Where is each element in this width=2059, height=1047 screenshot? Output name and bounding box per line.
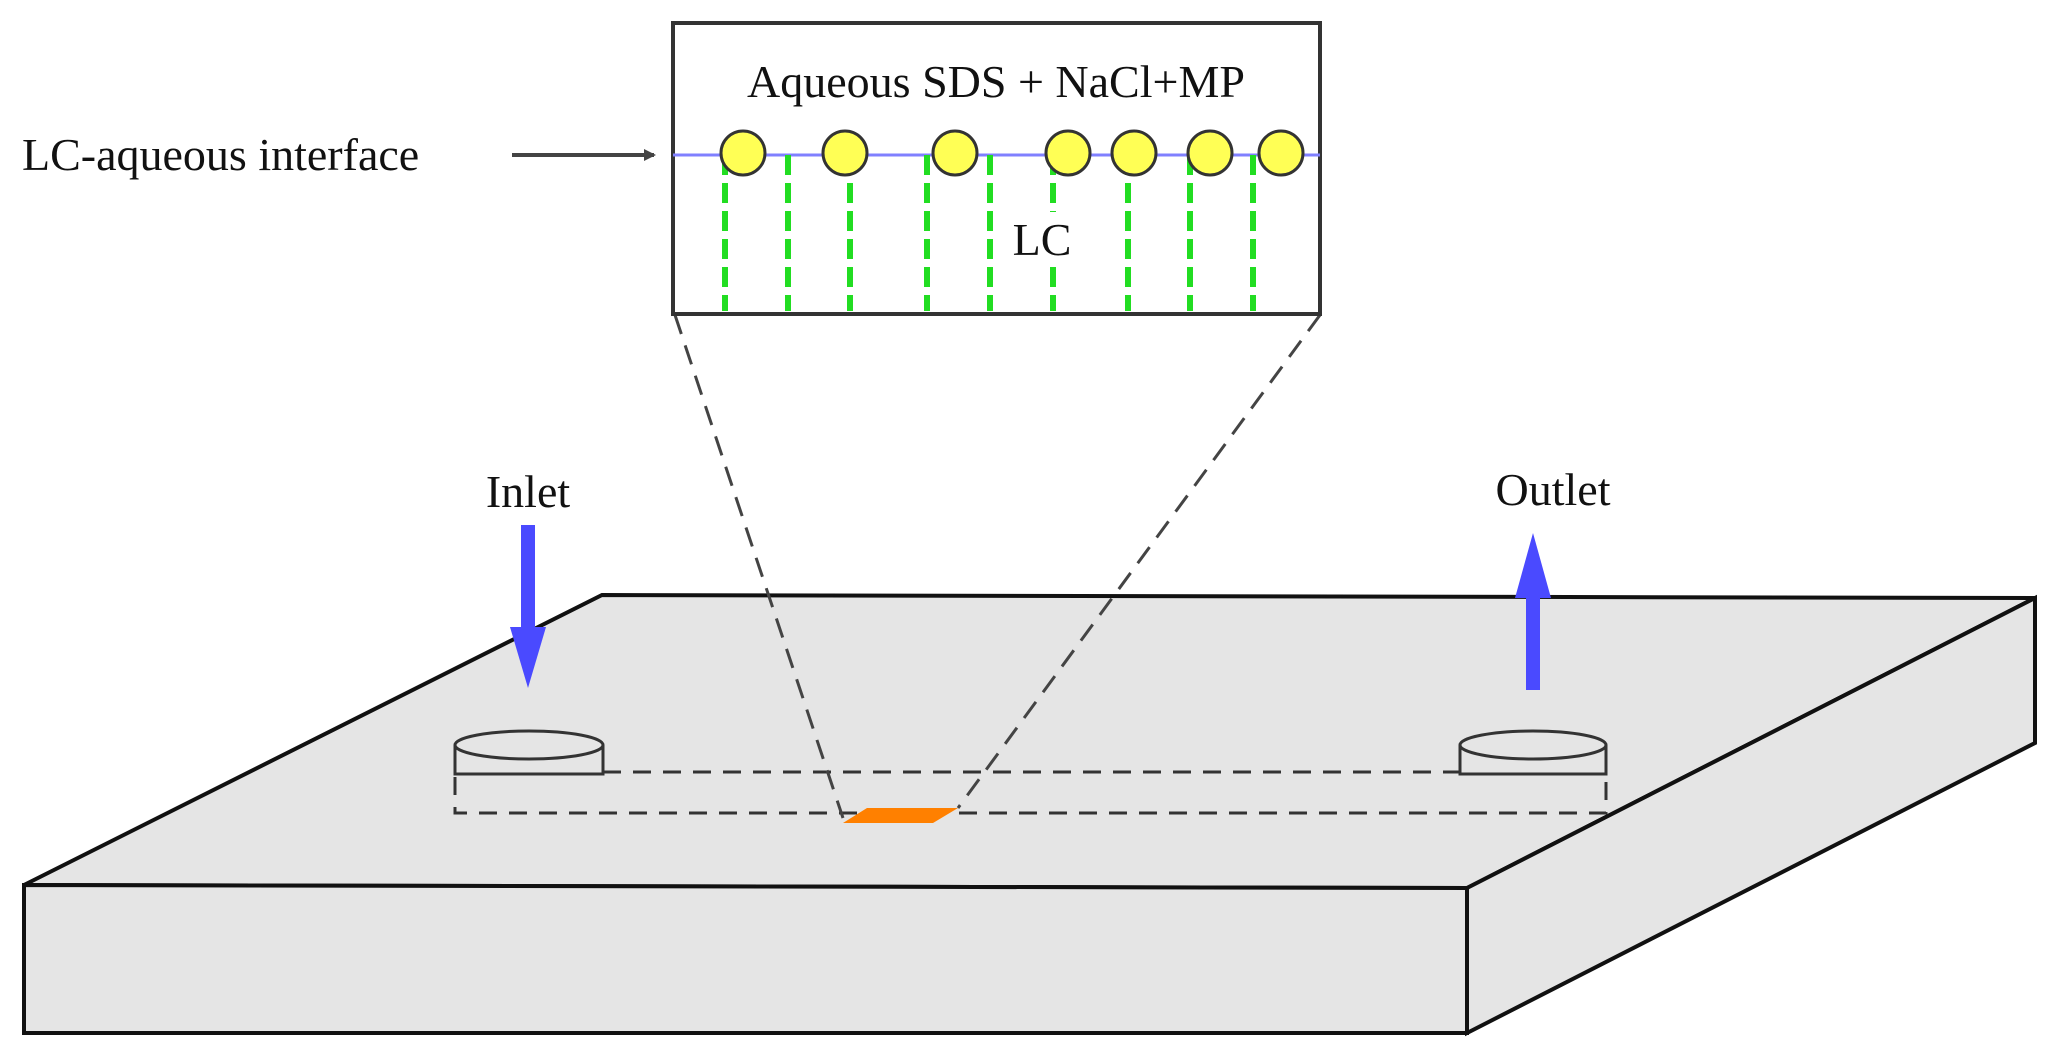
chip-side-face <box>1465 594 2037 1037</box>
channel-outline <box>453 747 1608 815</box>
zoom-callout-lines <box>673 314 1322 819</box>
interface-inset: Aqueous SDS + NaCl+MP LC <box>671 21 1322 316</box>
interface-label: LC-aqueous interface <box>22 129 419 180</box>
surfactant-circle-icon <box>1257 129 1305 177</box>
surfactant-circle-icon <box>821 129 869 177</box>
chip-front-face <box>22 882 1469 1035</box>
inlet-port <box>453 729 605 776</box>
lc-sample-region <box>843 808 958 823</box>
microchannel <box>453 747 1608 815</box>
inlet-label: Inlet <box>486 466 571 517</box>
interface-pointer: LC-aqueous interface <box>22 129 656 180</box>
inlet-flow-arrow-icon <box>510 525 546 688</box>
lc-director-lines <box>722 155 1256 311</box>
outlet-label: Outlet <box>1496 464 1611 515</box>
surfactant-circle-icon <box>719 129 767 177</box>
surfactant-circle-icon <box>1044 129 1092 177</box>
outlet-flow-arrow-icon <box>1515 533 1551 690</box>
surfactant-molecules <box>719 129 1305 177</box>
lc-label-background <box>1000 212 1084 266</box>
surfactant-circle-icon <box>931 129 979 177</box>
surfactant-circle-icon <box>1186 129 1234 177</box>
outlet-port <box>1458 729 1608 776</box>
surfactant-circle-icon <box>1110 129 1158 177</box>
lc-label: LC <box>1013 214 1072 265</box>
aqueous-solution-label: Aqueous SDS + NaCl+MP <box>747 56 1245 107</box>
